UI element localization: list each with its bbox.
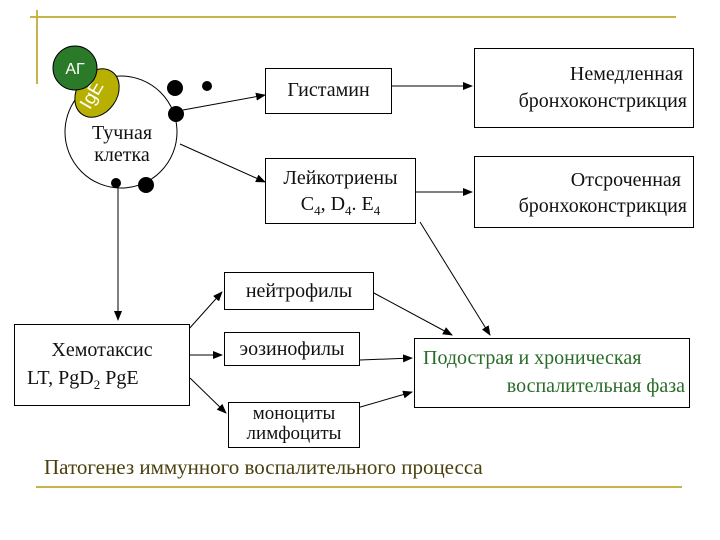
mast-cell-label: Тучная клетка	[74, 122, 170, 166]
chemotaxis-box: Хемотаксис LT, PgD2 PgE	[14, 324, 190, 406]
granule	[138, 177, 154, 193]
arrow-monocytes-to-phase	[349, 390, 413, 411]
eosinophils-label: эозинофилы	[239, 338, 345, 360]
delayed-bronchoconstriction-box: Отсроченная бронхоконстрикция	[474, 156, 694, 228]
leukotrienes-line2: C4, D4. E4	[300, 193, 381, 218]
arrow-leukotrienes-to-phase	[419, 221, 491, 336]
granule	[202, 81, 212, 91]
antigen-label: АГ	[65, 61, 85, 78]
immediate-bronchoconstriction-box: Немедленная бронхоконстрикция	[474, 48, 694, 128]
phase-line2: воспалительная фаза	[506, 375, 685, 397]
arrow-to-histamine	[182, 92, 266, 111]
mast-cell-label-line1: Тучная	[91, 122, 153, 144]
histamine-box: Гистамин	[265, 68, 392, 114]
arrow-neutrophils-to-phase	[371, 291, 453, 336]
chemotaxis-line1: Хемотаксис	[51, 339, 153, 361]
leukotrienes-line1: Лейкотриены	[283, 167, 398, 189]
antigen-circle	[52, 45, 98, 91]
phase-line1: Подострая и хроническая	[423, 347, 642, 369]
immediate-line2: бронхоконстрикция	[518, 90, 687, 112]
eosinophils-box: эозинофилы	[224, 332, 360, 366]
frame-left-line	[36, 10, 38, 84]
monocytes-label: моноциты	[252, 403, 336, 424]
arrow-to-neutrophils	[187, 291, 223, 331]
neutrophils-box: нейтрофилы	[224, 272, 374, 310]
neutrophils-label: нейтрофилы	[245, 280, 353, 302]
delayed-line1: Отсроченная	[570, 169, 681, 191]
arrow-to-leukotrienes	[179, 143, 266, 183]
lymphocytes-label: лимфоциты	[246, 423, 342, 444]
mast-cell-label-line2: клетка	[94, 144, 150, 166]
frame-top-line	[30, 16, 676, 18]
page-title: Патогенез иммунного воспалительного проц…	[44, 455, 483, 479]
granule	[168, 106, 184, 122]
chemotaxis-line2: LT, PgD2 PgE	[27, 367, 139, 392]
arrow-to-monocytes	[189, 377, 227, 414]
arrow-eosinophils-to-phase	[359, 354, 413, 363]
histamine-label: Гистамин	[287, 79, 370, 101]
inflammatory-phase-box: Подострая и хроническая воспалительная ф…	[414, 338, 690, 408]
frame-bottom-line	[36, 486, 682, 488]
delayed-line2: бронхоконстрикция	[518, 195, 687, 217]
monocytes-lymphocytes-box: моноциты лимфоциты	[228, 402, 360, 448]
granule	[111, 178, 121, 188]
granule	[167, 80, 183, 96]
leukotrienes-box: Лейкотриены C4, D4. E4	[265, 158, 416, 224]
immediate-line1: Немедленная	[569, 63, 683, 85]
